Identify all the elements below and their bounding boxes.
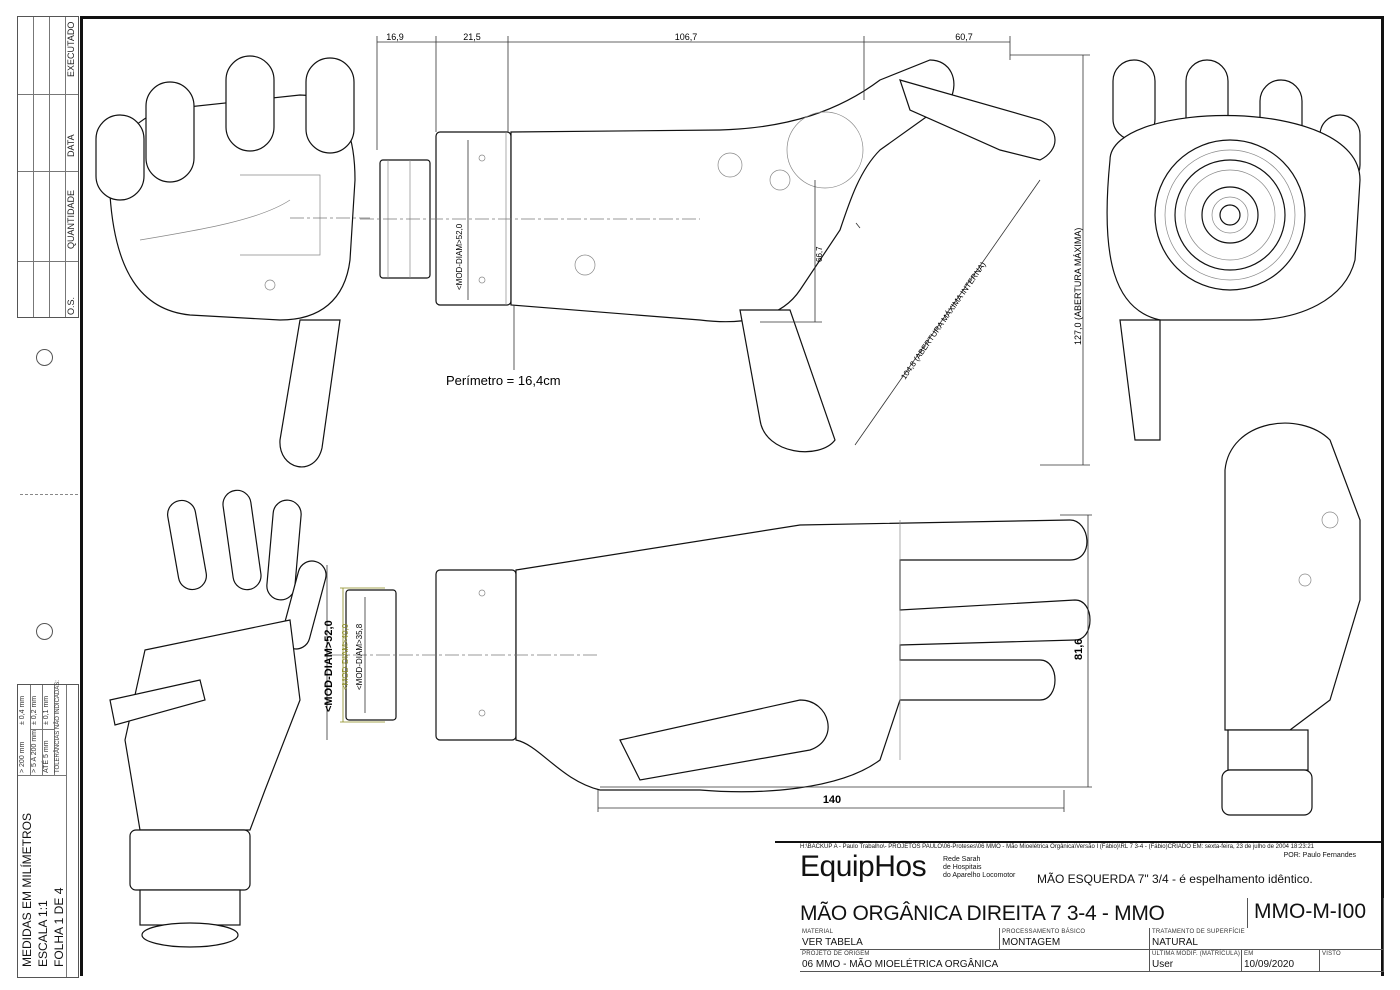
divider: [42, 685, 43, 775]
divider: [49, 17, 50, 317]
center-mark: [20, 494, 78, 495]
dim-66-7: 66,7: [815, 246, 824, 262]
mirror-note: MÃO ESQUERDA 7" 3/4 - é espelhamento idê…: [1037, 872, 1313, 886]
dim-140: 140: [823, 794, 841, 806]
field-label: ÚLTIMA MODIF. (MATRÍCULA): [1152, 951, 1241, 957]
company-logo: EquipHos: [800, 850, 927, 883]
finger: [305, 57, 355, 154]
dim-106-7: 106,7: [675, 32, 698, 42]
drawing-title: MÃO ORGÂNICA DIREITA 7 3-4 - MMO: [800, 902, 1165, 925]
file-path-text: H:\BACKUP A - Paulo Trabalho\- PROJETOS …: [800, 844, 1168, 850]
field-value: NATURAL: [1152, 937, 1198, 948]
dim-60-7: 60,7: [955, 32, 973, 42]
dim-21-5: 21,5: [463, 32, 481, 42]
revision-table: EXECUTADO DATA QUANTIDADE O.S.: [17, 16, 79, 318]
field-value: MONTAGEM: [1002, 937, 1061, 948]
field-label: TRATAMENTO DE SUPERFÍCIE: [1152, 929, 1245, 935]
field-label: MATERIAL: [802, 929, 834, 935]
logo-sub-line: do Aparelho Locomotor: [943, 872, 1016, 879]
field-label: PROCESSAMENTO BÁSICO: [1002, 929, 1086, 935]
field-label: VISTO: [1322, 951, 1341, 957]
dimension-lines-bottom: [326, 514, 1092, 812]
logo-sub-line: Rede Sarah: [943, 856, 981, 863]
divider: [65, 17, 66, 317]
divider: [54, 685, 55, 775]
logo-sub-line: de Hospitais: [943, 864, 982, 871]
divider: [18, 94, 78, 95]
field-projeto-origem: PROJETO DE ORIGEM 06 MMO - MÃO MIOELÉTRI…: [800, 950, 1150, 972]
view-side-hand: [360, 59, 1056, 453]
finger: [145, 81, 195, 183]
title-block: H:\BACKUP A - Paulo Trabalho\- PROJETOS …: [775, 836, 1384, 976]
punch-hole: [36, 623, 53, 640]
field-em: EM 10/09/2020: [1242, 950, 1320, 972]
dim-abertura-maxima: 127,0 (ABERTURA MÁXIMA): [1073, 228, 1083, 345]
field-label: EM: [1244, 951, 1254, 957]
field-value: User: [1152, 959, 1174, 970]
file-path: H:\BACKUP A - Paulo Trabalho\- PROJETOS …: [800, 844, 1314, 850]
dim-81-6: 81,6: [1073, 639, 1085, 660]
divider: [33, 17, 34, 317]
thumb: [739, 309, 836, 453]
dim-abertura-interna: 104,8 (ABERTURA MÁXIMA INTERNA): [899, 260, 988, 381]
index-finger: [899, 79, 1056, 161]
dim-mod-diam-40: <MOD-DIAM>40,0: [341, 623, 350, 690]
view-open-hand: [109, 489, 327, 948]
perimetro-label: Perímetro = 16,4cm: [446, 373, 561, 388]
field-ultima-modif: ÚLTIMA MODIF. (MATRÍCULA) User: [1150, 950, 1242, 972]
field-value: 06 MMO - MÃO MIOELÉTRICA ORGÂNICA: [802, 959, 999, 970]
dimension-lines-top: [376, 36, 1090, 466]
field-processamento: PROCESSAMENTO BÁSICO MONTAGEM: [1000, 928, 1150, 950]
palm: [510, 59, 955, 323]
divider: [18, 171, 78, 172]
field-label: PROJETO DE ORIGEM: [802, 951, 870, 957]
punch-hole: [36, 349, 53, 366]
dim-mod-diam-35-8: <MOD-DIAM>35,8: [355, 623, 364, 690]
thumb: [619, 699, 829, 781]
created-date: CRIADO EM: sexta-feira, 23 de julho de 2…: [1167, 844, 1315, 850]
divider: [775, 841, 1384, 843]
drawing-frame: [80, 16, 1384, 976]
divider: [18, 775, 66, 776]
logo-subtitle: Rede Sarah de Hospitais do Aparelho Loco…: [943, 856, 1015, 880]
wrist-connector: [1221, 769, 1313, 816]
finger: [95, 114, 145, 201]
view-bottom-hand: [1106, 59, 1361, 441]
thumb: [279, 319, 341, 468]
author: POR: Paulo Fernandes: [1283, 852, 1356, 859]
wrist-body: [435, 131, 512, 306]
view-side-right-hand: [1221, 422, 1361, 816]
dim-16-9: 16,9: [386, 32, 404, 42]
palm-with-fingers: [515, 519, 1091, 793]
divider: [30, 729, 54, 730]
drawing-code-box: MMO-M-I00: [1247, 898, 1384, 928]
scale-tolerance-table: > 200 mm ± 0,4 mm > 5 A 200 mm ± 0,2 mm …: [17, 680, 79, 978]
field-tratamento: TRATAMENTO DE SUPERFÍCIE NATURAL: [1150, 928, 1384, 950]
finger: [225, 55, 275, 152]
field-value: VER TABELA: [802, 937, 863, 948]
divider: [66, 685, 67, 977]
view-top-hand: [330, 519, 1091, 793]
view-front-hand: [95, 55, 370, 468]
dim-mod-diam-52-top: <MOD-DIAM>52,0: [455, 223, 464, 290]
drawing-code: MMO-M-I00: [1254, 900, 1366, 923]
field-visto: VISTO: [1320, 950, 1384, 972]
divider: [18, 261, 78, 262]
field-material: MATERIAL VER TABELA: [800, 928, 1000, 950]
divider: [30, 685, 31, 775]
field-value: 10/09/2020: [1244, 959, 1295, 970]
dim-mod-diam-52: <MOD-DIAM>52,0: [323, 620, 335, 712]
